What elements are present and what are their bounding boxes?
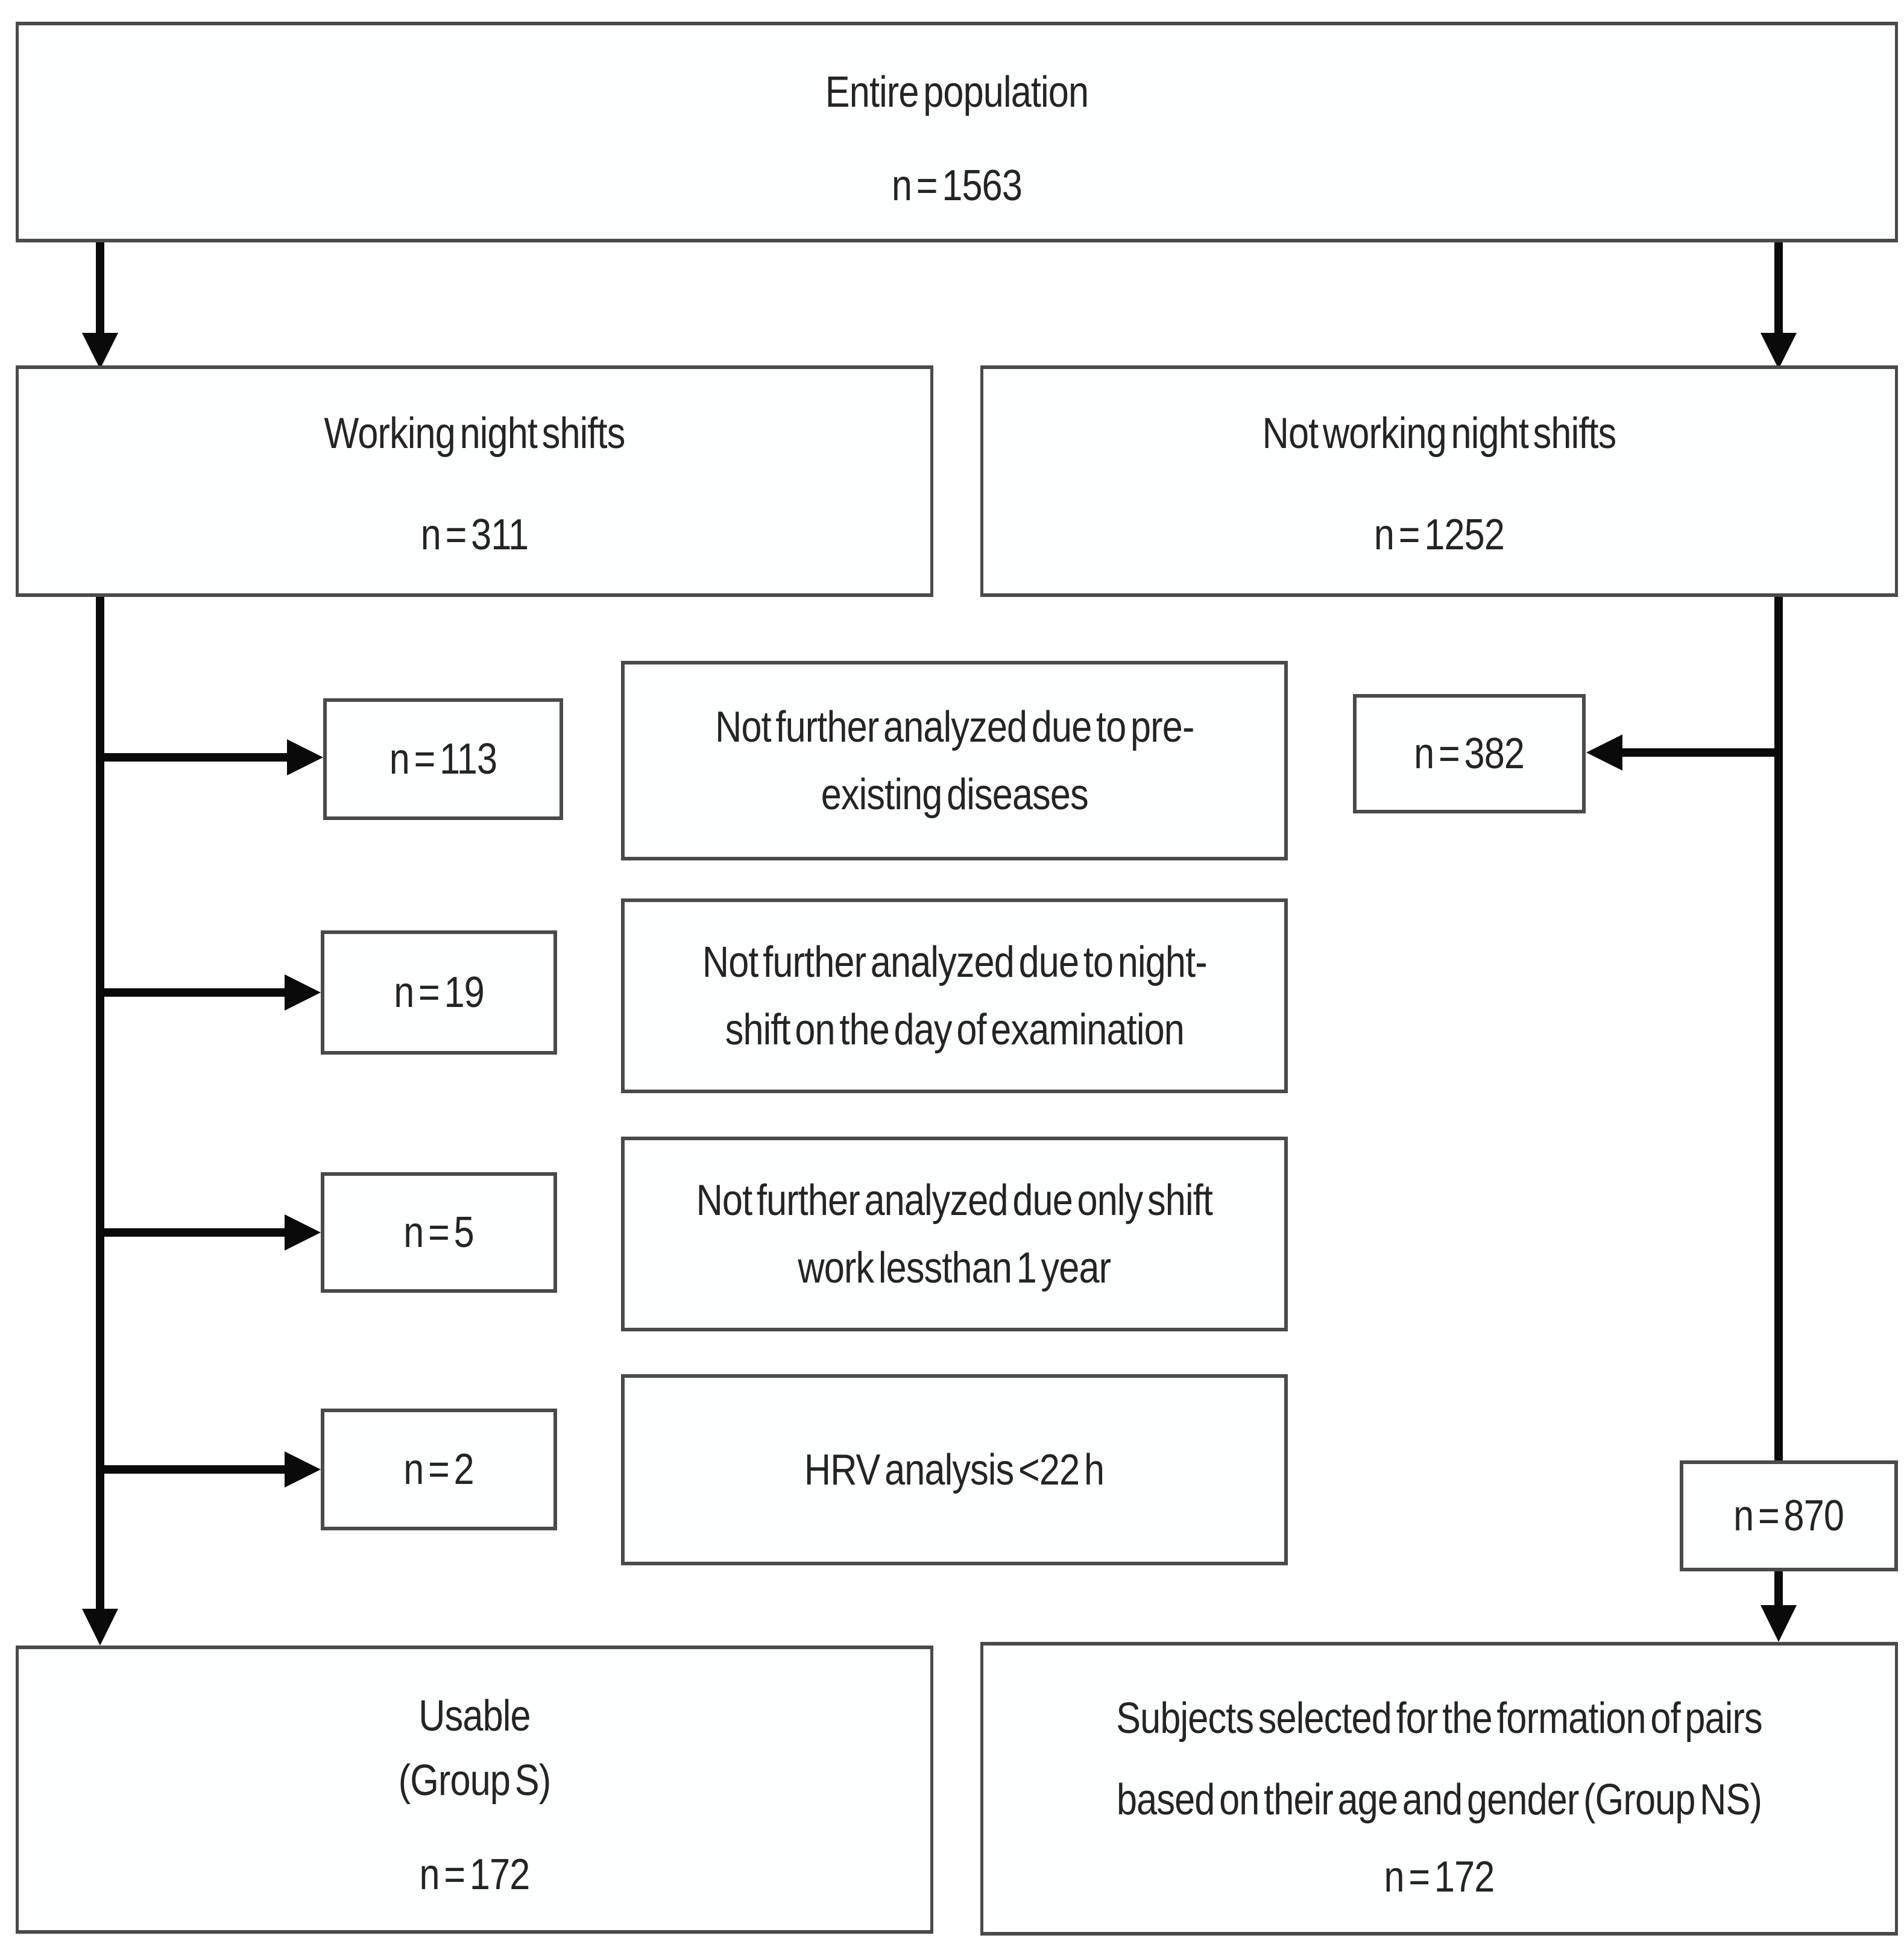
not-working-night-shifts-box: Not working night shifts n = 1252 [980, 365, 1898, 597]
not-working-night-shifts-label: Not working night shifts [1262, 409, 1617, 458]
exclusion-1-reason: Not further analyzed due to pre- existin… [714, 702, 1194, 819]
entire-population-n: n = 1563 [891, 162, 1023, 210]
entire-population-label: Entire population [825, 68, 1089, 116]
arrow-not-working-excluded [1586, 734, 1779, 771]
arrow-exclusion-1 [100, 739, 323, 775]
working-night-shifts-label: Working night shifts [324, 409, 626, 458]
exclusion-4-reason: HRV analysis <22 h [804, 1445, 1105, 1494]
not-working-night-shifts-n: n = 1252 [1373, 511, 1505, 559]
working-night-shifts-box: Working night shifts n = 311 [16, 365, 933, 597]
not-working-excluded-box: n = 382 [1353, 694, 1586, 813]
exclusion-1-reason-box: Not further analyzed due to pre- existin… [621, 661, 1288, 860]
exclusion-4-reason-box: HRV analysis <22 h [621, 1374, 1288, 1565]
exclusion-1-n: n = 113 [389, 735, 497, 783]
arrow-working-to-usable [82, 596, 118, 1646]
selected-group-ns-box: Subjects selected for the formation of p… [980, 1642, 1898, 1936]
arrow-exclusion-3 [100, 1214, 321, 1251]
exclusion-4-n: n = 2 [403, 1445, 474, 1494]
usable-group-s-box: Usable (Group S) n = 172 [16, 1646, 933, 1934]
exclusion-3-n: n = 5 [403, 1208, 474, 1257]
usable-group-s-n: n = 172 [419, 1851, 531, 1899]
arrow-remaining-to-selected [1761, 1570, 1797, 1642]
arrow-entire-to-working [82, 242, 118, 369]
arrow-entire-to-not-working [1761, 242, 1797, 369]
entire-population-box: Entire population n = 1563 [16, 22, 1898, 242]
exclusion-3-count-box: n = 5 [321, 1172, 557, 1293]
exclusion-1-count-box: n = 113 [323, 698, 563, 820]
exclusion-4-count-box: n = 2 [321, 1409, 557, 1530]
exclusion-2-count-box: n = 19 [321, 930, 557, 1055]
selected-group-ns-label: Subjects selected for the formation of p… [1116, 1694, 1762, 1824]
not-working-excluded-n: n = 382 [1414, 730, 1525, 778]
exclusion-3-reason-box: Not further analyzed due only shift work… [621, 1137, 1288, 1331]
not-working-remaining-n: n = 870 [1733, 1492, 1845, 1540]
selected-group-ns-n: n = 172 [1384, 1853, 1495, 1901]
arrow-exclusion-2 [100, 974, 321, 1011]
working-night-shifts-n: n = 311 [420, 511, 529, 559]
arrow-exclusion-4 [100, 1451, 321, 1488]
not-working-remaining-box: n = 870 [1680, 1460, 1898, 1571]
exclusion-2-reason: Not further analyzed due to night- shift… [702, 938, 1208, 1054]
usable-group-s-label: Usable (Group S) [398, 1692, 551, 1805]
exclusion-2-n: n = 19 [394, 968, 485, 1017]
exclusion-2-reason-box: Not further analyzed due to night- shift… [621, 898, 1288, 1093]
exclusion-3-reason: Not further analyzed due only shift work… [696, 1176, 1213, 1292]
